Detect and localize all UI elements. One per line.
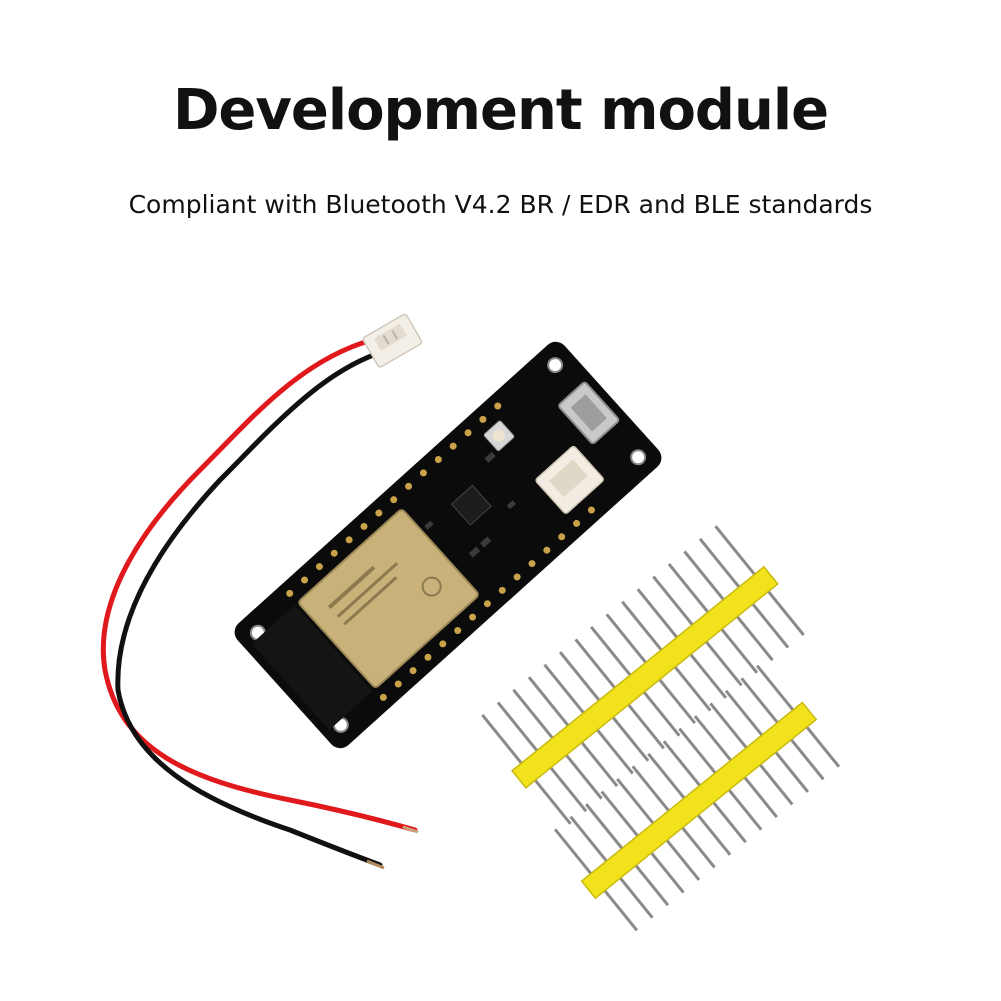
page-title: Development module <box>172 78 829 143</box>
pin-header-short <box>553 664 841 932</box>
header-plastic <box>580 701 818 900</box>
black-wire <box>115 349 385 868</box>
header-plastic <box>511 565 779 789</box>
jst-plug <box>362 313 423 368</box>
red-wire <box>100 337 418 833</box>
usb-serial-chip <box>450 484 492 526</box>
pin-header-long <box>481 525 805 825</box>
pin-pads-bottom <box>379 506 595 701</box>
dev-board <box>234 341 662 749</box>
wifi-module-shield <box>298 509 479 688</box>
pin-pads-top <box>286 402 502 597</box>
battery-cable <box>100 313 423 870</box>
antenna-area <box>251 604 373 730</box>
mount-hole <box>630 449 647 466</box>
page-subtitle: Compliant with Bluetooth V4.2 BR / EDR a… <box>128 190 873 219</box>
mount-hole <box>547 357 564 374</box>
red-wire-tip <box>402 825 419 834</box>
black-wire-tip <box>366 859 385 870</box>
shield-markings <box>327 562 442 626</box>
smd-components <box>424 451 517 558</box>
